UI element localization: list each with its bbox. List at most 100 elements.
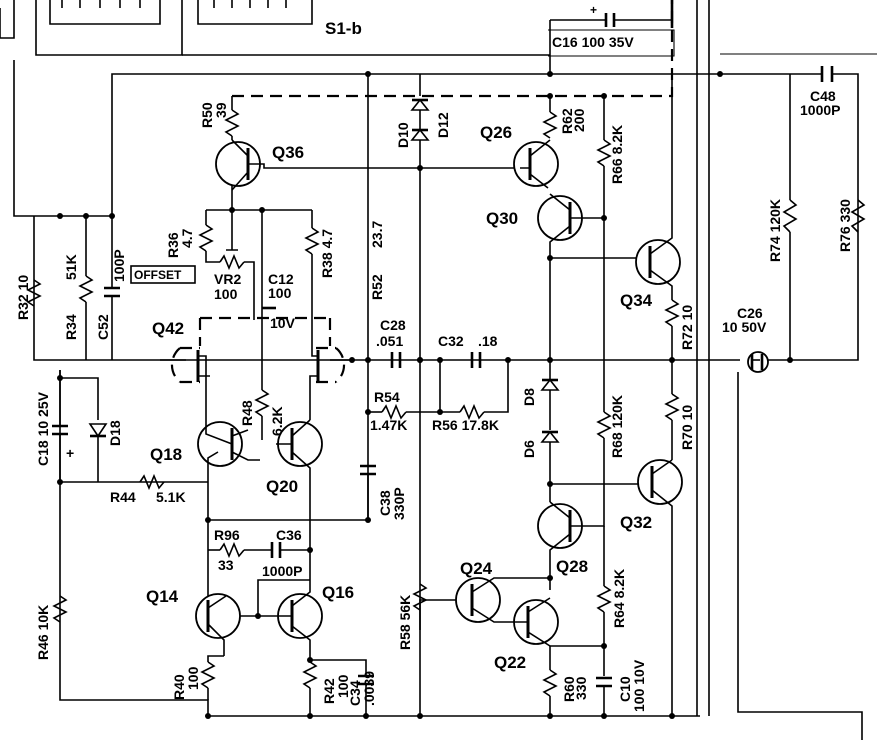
- svg-text:Q28: Q28: [556, 557, 588, 576]
- resistor-r96: R96 33: [208, 527, 272, 573]
- svg-text:1000P: 1000P: [262, 563, 302, 579]
- resistor-r34: R34 51K: [63, 213, 94, 360]
- capacitor-c32: C32 .18: [437, 333, 511, 368]
- svg-text:C18 10 25V: C18 10 25V: [35, 391, 51, 466]
- svg-text:R64 8.2K: R64 8.2K: [611, 569, 627, 628]
- svg-text:C12: C12: [268, 271, 294, 287]
- svg-text:R66 8.2K: R66 8.2K: [609, 125, 625, 184]
- svg-text:100: 100: [335, 674, 351, 698]
- svg-text:Q30: Q30: [486, 209, 518, 228]
- capacitor-c12: C12 100 10V: [261, 210, 296, 340]
- capacitor-c28: C28 .051: [365, 317, 423, 368]
- svg-text:R34: R34: [63, 314, 79, 340]
- transistor-q34: Q34: [547, 74, 681, 380]
- svg-text:R96: R96: [214, 527, 240, 543]
- transistor-q36: Q36: [215, 139, 520, 210]
- svg-text:Q16: Q16: [322, 583, 354, 602]
- dashed-link-q42: [198, 316, 332, 346]
- capacitor-c18: + C18 10 25V: [35, 370, 208, 485]
- resistor-r60: R60 330: [542, 645, 604, 716]
- svg-text:1000P: 1000P: [800, 102, 840, 118]
- resistor-r48: R48 6.2K: [239, 340, 285, 440]
- resistor-r52: 23.7 R52: [365, 71, 385, 520]
- capacitor-c52: C52 100P: [95, 213, 127, 360]
- svg-text:4.7: 4.7: [179, 228, 195, 248]
- potentiometer-vr2: VR2 100: [214, 210, 255, 320]
- svg-text:Q34: Q34: [620, 291, 653, 310]
- svg-text:D12: D12: [435, 112, 451, 138]
- transistor-q22: Q22: [494, 597, 559, 672]
- svg-text:D18: D18: [107, 420, 123, 446]
- transistor-q32: Q32: [547, 459, 683, 716]
- svg-text:51K: 51K: [63, 254, 79, 280]
- svg-text:.0039: .0039: [361, 671, 377, 706]
- svg-text:R32 10: R32 10: [15, 275, 31, 320]
- svg-text:Q18: Q18: [150, 445, 182, 464]
- transistor-q16: Q16: [255, 520, 354, 662]
- capacitor-c10: C10 100 10V: [596, 643, 647, 716]
- svg-text:33: 33: [218, 557, 234, 573]
- capacitor-c48: C48 1000P: [717, 66, 859, 361]
- svg-text:100: 100: [185, 666, 201, 690]
- resistor-r72: R72 10: [664, 299, 695, 363]
- resistor-r64: R64 8.2K: [596, 526, 627, 676]
- svg-text:Q24: Q24: [460, 559, 493, 578]
- svg-text:100 10V: 100 10V: [631, 659, 647, 712]
- capacitor-c38: C38 330P: [310, 464, 407, 523]
- svg-text:Q26: Q26: [480, 123, 512, 142]
- resistor-r58: R58 56K: [397, 583, 428, 716]
- svg-text:VR2: VR2: [214, 271, 241, 287]
- svg-text:+: +: [590, 3, 597, 17]
- svg-text:R50: R50: [199, 102, 215, 128]
- svg-text:100: 100: [268, 285, 292, 301]
- transistor-q14: Q14: [146, 520, 310, 656]
- resistor-r56: R56 17.8K: [432, 360, 509, 433]
- resistor-r76: R76 330: [837, 199, 866, 252]
- svg-text:R40: R40: [171, 674, 187, 700]
- svg-text:Q32: Q32: [620, 513, 652, 532]
- svg-text:C52: C52: [95, 314, 111, 340]
- svg-text:R52: R52: [369, 274, 385, 300]
- resistor-r44: R44 5.1K: [110, 473, 186, 505]
- svg-text:Q22: Q22: [494, 653, 526, 672]
- svg-text:+: +: [66, 445, 74, 461]
- switch-label: S1-b: [325, 19, 362, 38]
- svg-text:D6: D6: [521, 440, 537, 458]
- resistor-r74: R74 120K: [767, 74, 798, 363]
- svg-text:39: 39: [213, 102, 229, 118]
- svg-text:R46 10K: R46 10K: [35, 605, 51, 660]
- svg-text:OFFSET: OFFSET: [134, 268, 182, 282]
- svg-text:C26: C26: [737, 305, 763, 321]
- svg-text:Q20: Q20: [266, 477, 298, 496]
- svg-text:Q14: Q14: [146, 587, 179, 606]
- svg-text:6.2K: 6.2K: [269, 406, 285, 436]
- transistor-q42: Q42: [152, 319, 355, 420]
- resistor-r46: R46 10K: [35, 595, 68, 660]
- svg-text:R72 10: R72 10: [679, 305, 695, 350]
- diodes-d10-d12: D10 D12: [395, 74, 451, 630]
- svg-text:200: 200: [571, 108, 587, 132]
- svg-text:Q42: Q42: [152, 319, 184, 338]
- svg-text:330: 330: [573, 676, 589, 700]
- resistor-r42: R42 100: [302, 657, 351, 716]
- resistor-r40: R40 100: [171, 655, 224, 700]
- transistor-q24: Q24: [419, 559, 553, 630]
- svg-text:1.47K: 1.47K: [370, 417, 407, 433]
- svg-text:R74 120K: R74 120K: [767, 199, 783, 262]
- svg-text:.18: .18: [478, 333, 498, 349]
- transistor-q30: Q30: [486, 193, 584, 258]
- svg-text:100: 100: [214, 286, 238, 302]
- svg-text:C38: C38: [377, 490, 393, 516]
- svg-text:C36: C36: [276, 527, 302, 543]
- svg-text:R44: R44: [110, 489, 136, 505]
- svg-text:R42: R42: [321, 678, 337, 704]
- svg-text:C10: C10: [617, 676, 633, 702]
- svg-text:C32: C32: [438, 333, 464, 349]
- svg-text:Q36: Q36: [272, 143, 304, 162]
- svg-text:R56 17.8K: R56 17.8K: [432, 417, 499, 433]
- resistor-r66: R66 8.2K: [584, 96, 625, 221]
- diode-d18: D18: [60, 377, 123, 482]
- capacitor-c26: C26 10 50V: [700, 305, 769, 373]
- svg-text:330P: 330P: [391, 487, 407, 520]
